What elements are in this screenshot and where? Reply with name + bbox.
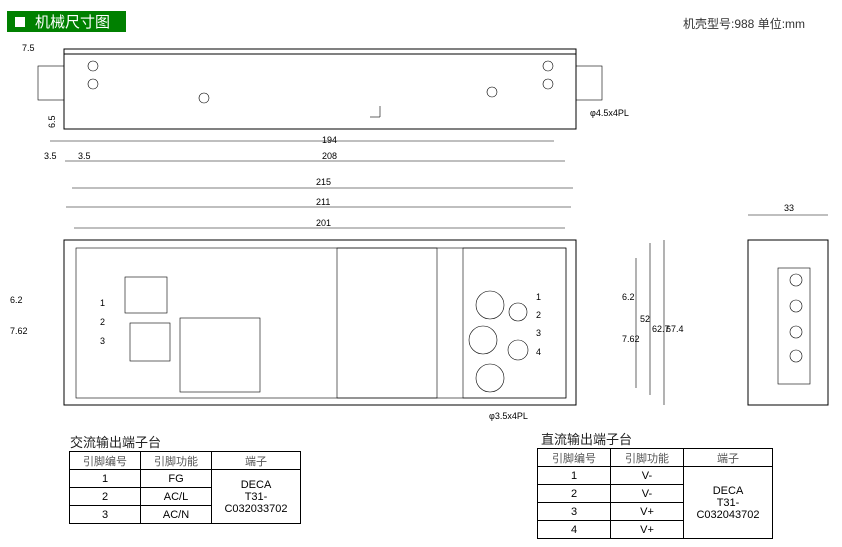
dim-208: 208 — [322, 151, 337, 161]
pin-function: V+ — [610, 520, 684, 539]
dim-left-6-2: 6.2 — [10, 295, 23, 305]
terminal-brand: DECA — [240, 478, 272, 491]
dim-194: 194 — [322, 135, 337, 145]
dim-right-6-2: 6.2 — [622, 292, 635, 302]
right-pin-4: 4 — [536, 347, 541, 357]
dim-215: 215 — [316, 177, 331, 187]
dim-6-5: 6.5 — [47, 115, 57, 128]
pin-no: 2 — [537, 484, 611, 503]
pin-function: V- — [610, 466, 684, 485]
pin-no: 2 — [69, 487, 141, 506]
dim-67-4: 67.4 — [666, 324, 684, 334]
pin-no: 1 — [537, 466, 611, 485]
header-pin-function: 引脚功能 — [140, 451, 212, 470]
terminal-brand: DECA — [712, 484, 744, 497]
dim-52: 52 — [640, 314, 650, 324]
hole-label-top: φ4.5x4PL — [590, 108, 629, 118]
pin-no: 3 — [69, 505, 141, 524]
dim-3-5-left: 3.5 — [44, 151, 57, 161]
terminal-part: T31-C032033702 — [224, 490, 288, 515]
pin-function: AC/L — [140, 487, 212, 506]
right-pin-1: 1 — [536, 292, 541, 302]
top-view: 7.5 6.5 3.5 3.5 194 208 φ4.5x4PL — [22, 43, 629, 162]
dim-left-7-62: 7.62 — [10, 326, 28, 336]
right-pin-2: 2 — [536, 310, 541, 320]
left-pin-3: 3 — [100, 336, 105, 346]
left-pin-2: 2 — [100, 317, 105, 327]
dc-table-title: 直流输出端子台 — [541, 432, 633, 447]
dim-3-5-right: 3.5 — [78, 151, 91, 161]
dim-201: 201 — [316, 218, 331, 228]
dim-211: 211 — [316, 197, 330, 207]
pin-no: 4 — [537, 520, 611, 539]
header-pin-no: 引脚编号 — [537, 448, 611, 467]
hole-label-front: φ3.5x4PL — [489, 411, 528, 421]
pin-function: V- — [610, 484, 684, 503]
front-view: 215 211 201 6.2 7.62 1 2 3 1 2 3 4 6.2 7… — [10, 177, 684, 421]
section-title: 机械尺寸图 — [35, 14, 111, 31]
header-terminal: 端子 — [683, 448, 773, 467]
pin-function: FG — [140, 469, 212, 488]
left-pin-1: 1 — [100, 298, 105, 308]
section-header: 机械尺寸图 — [7, 11, 126, 32]
header-pin-function: 引脚功能 — [610, 448, 684, 467]
dim-right-7-62: 7.62 — [622, 334, 640, 344]
dim-62-7: 62.7 — [652, 324, 670, 334]
terminal-part: T31-C032043702 — [696, 496, 760, 521]
pin-function: V+ — [610, 502, 684, 521]
dim-33: 33 — [784, 203, 794, 213]
pin-no: 1 — [69, 469, 141, 488]
screw-icons — [87, 60, 554, 104]
unit-label: 机壳型号:988 单位:mm — [683, 17, 806, 31]
pin-function: AC/N — [140, 505, 212, 524]
dim-7-5: 7.5 — [22, 43, 35, 53]
square-icon — [15, 16, 25, 27]
pin-no: 3 — [537, 502, 611, 521]
side-view: 33 — [747, 203, 829, 406]
ac-table-title: 交流输出端子台 — [70, 435, 162, 450]
right-pin-3: 3 — [536, 328, 541, 338]
header-terminal: 端子 — [211, 451, 301, 470]
header-pin-no: 引脚编号 — [69, 451, 141, 470]
